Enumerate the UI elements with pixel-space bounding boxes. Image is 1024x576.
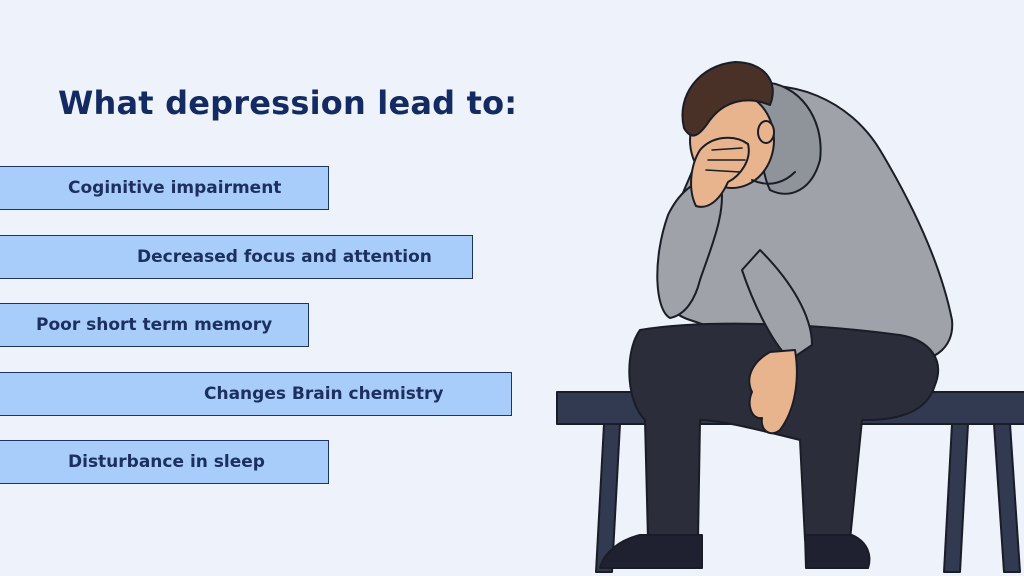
finger-lines [705, 147, 746, 173]
effect-label: Disturbance in sleep [68, 452, 265, 472]
hair [681, 61, 774, 137]
sad-man-on-bench-illustration [556, 61, 1024, 573]
ear [757, 120, 775, 144]
collar [751, 171, 796, 185]
bench-leg [993, 423, 1021, 573]
effect-label: Decreased focus and attention [137, 247, 432, 267]
effect-label: Changes Brain chemistry [204, 384, 444, 404]
effect-bar-brain-chemistry: Changes Brain chemistry [0, 372, 512, 416]
resting-hand [748, 349, 798, 435]
effect-label: Poor short term memory [36, 315, 273, 335]
face-hand [690, 136, 750, 208]
effect-bar-short-term-memory: Poor short term memory [0, 303, 309, 347]
effect-label: Coginitive impairment [68, 178, 282, 198]
effect-bar-sleep-disturbance: Disturbance in sleep [0, 440, 329, 484]
bench-leg [943, 423, 969, 573]
shoe [599, 534, 703, 569]
effect-bar-decreased-focus: Decreased focus and attention [0, 235, 473, 279]
page-title: What depression lead to: [58, 84, 518, 122]
effect-bar-cognitive-impairment: Coginitive impairment [0, 166, 329, 210]
shoe [804, 534, 871, 569]
